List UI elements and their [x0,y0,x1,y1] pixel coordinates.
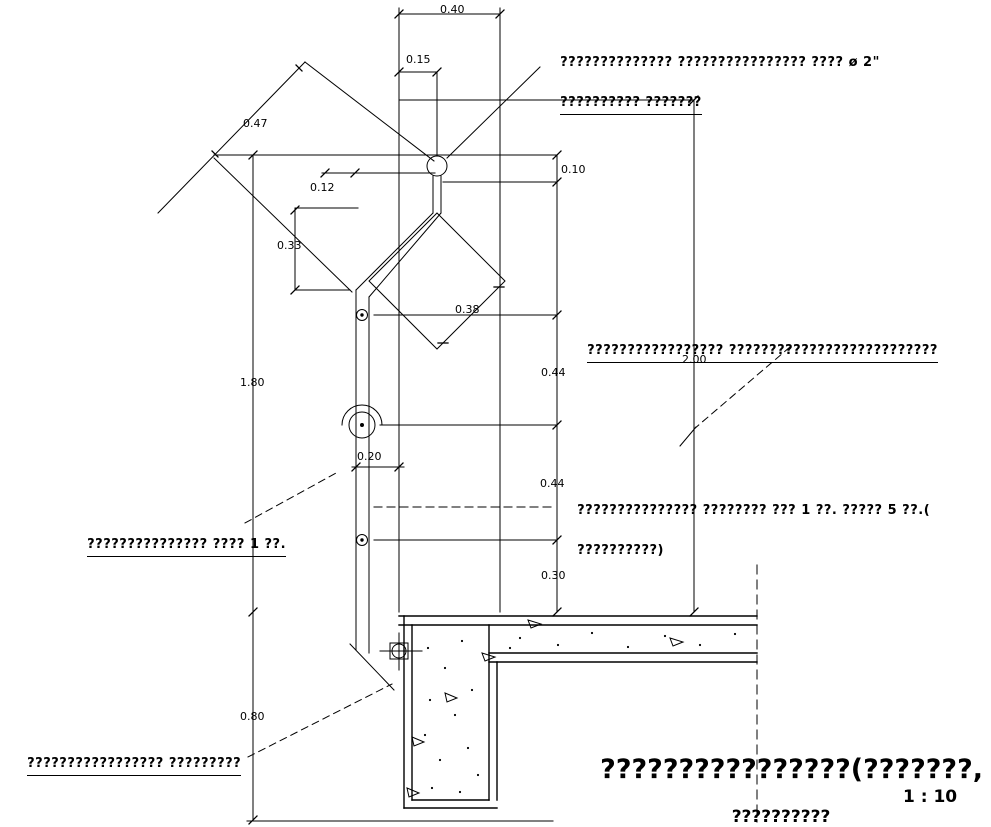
leader-right-middle [693,346,791,430]
drawing-title-line1: ????????????????(???????, [600,754,983,785]
annotation-middle-line1: ??????????????? ???????? ??? 1 ??. ?????… [577,503,931,518]
leader-bottom-left [247,683,393,758]
leader-top-right [446,66,541,159]
extension-lines [213,7,695,822]
post-cut-line [349,643,395,691]
post-cap-ball [426,155,448,177]
diamond-callout [368,212,506,350]
annotation-bottom-left: ????????????????? ????????? [7,734,242,796]
concrete-section [398,564,758,823]
dim-label-offset-small: 0.12 [310,181,335,194]
annotation-right-middle: ????????????????? ??????????????????????… [567,321,938,383]
dim-label-base-offset: 0.30 [541,569,566,582]
dim-label-cap-height: 0.10 [561,163,586,176]
leader-lines [244,66,791,758]
annotation-right-middle-text: ????????????????? ??????????????????????… [587,341,938,363]
bolt-symbol [356,534,368,546]
drawing-title: ????????????????(???????, ??????) [563,716,983,827]
dim-label-bend-height: 0.33 [277,239,302,252]
scale-label: ?????????? [708,787,831,827]
dimension-ticks [211,9,699,825]
leader-left [244,471,339,524]
bolt-symbol [356,309,368,321]
annotation-middle: ??????????????? ???????? ??? 1 ??. ?????… [557,481,930,581]
dim-label-post-height: 1.80 [240,376,265,389]
dim-label-top-width: 0.40 [440,3,465,16]
annotation-top-right-line1: ?????????????? ???????????????? ???? ø 2… [560,55,880,70]
dimension-lines [157,13,695,821]
dim-label-plate-width: 0.20 [357,450,382,463]
stipple-dots [423,631,737,794]
dim-label-footing-depth: 0.80 [240,710,265,723]
annotation-top-right-line2: ?????????? ??????? [560,93,702,115]
leader-right-middle-tip [679,426,697,447]
scale-value: 1 : 10 [903,787,958,807]
compaction-markers [406,619,685,798]
dim-label-brace-length: 0.38 [455,303,480,316]
annotation-left-text: ??????????????? ???? 1 ??. [87,535,287,557]
dim-label-offset-top: 0.15 [406,53,431,66]
scale-label-text: ?????????? [731,807,831,827]
dim-label-diagonal: 0.47 [243,117,268,130]
post-assembly [341,155,506,691]
dim-label-spacing-upper: 0.44 [541,366,566,379]
annotation-middle-line2: ??????????) [577,543,664,558]
dim-label-spacing-lower: 0.44 [540,477,565,490]
annotation-left: ??????????????? ???? 1 ??. [67,515,287,577]
annotation-top-right: ?????????????? ???????????????? ???? ø 2… [540,33,880,135]
main-bolt-symbol [341,404,383,439]
annotation-bottom-left-text: ????????????????? ????????? [27,754,242,776]
anchor-bolt-symbol [379,632,423,671]
